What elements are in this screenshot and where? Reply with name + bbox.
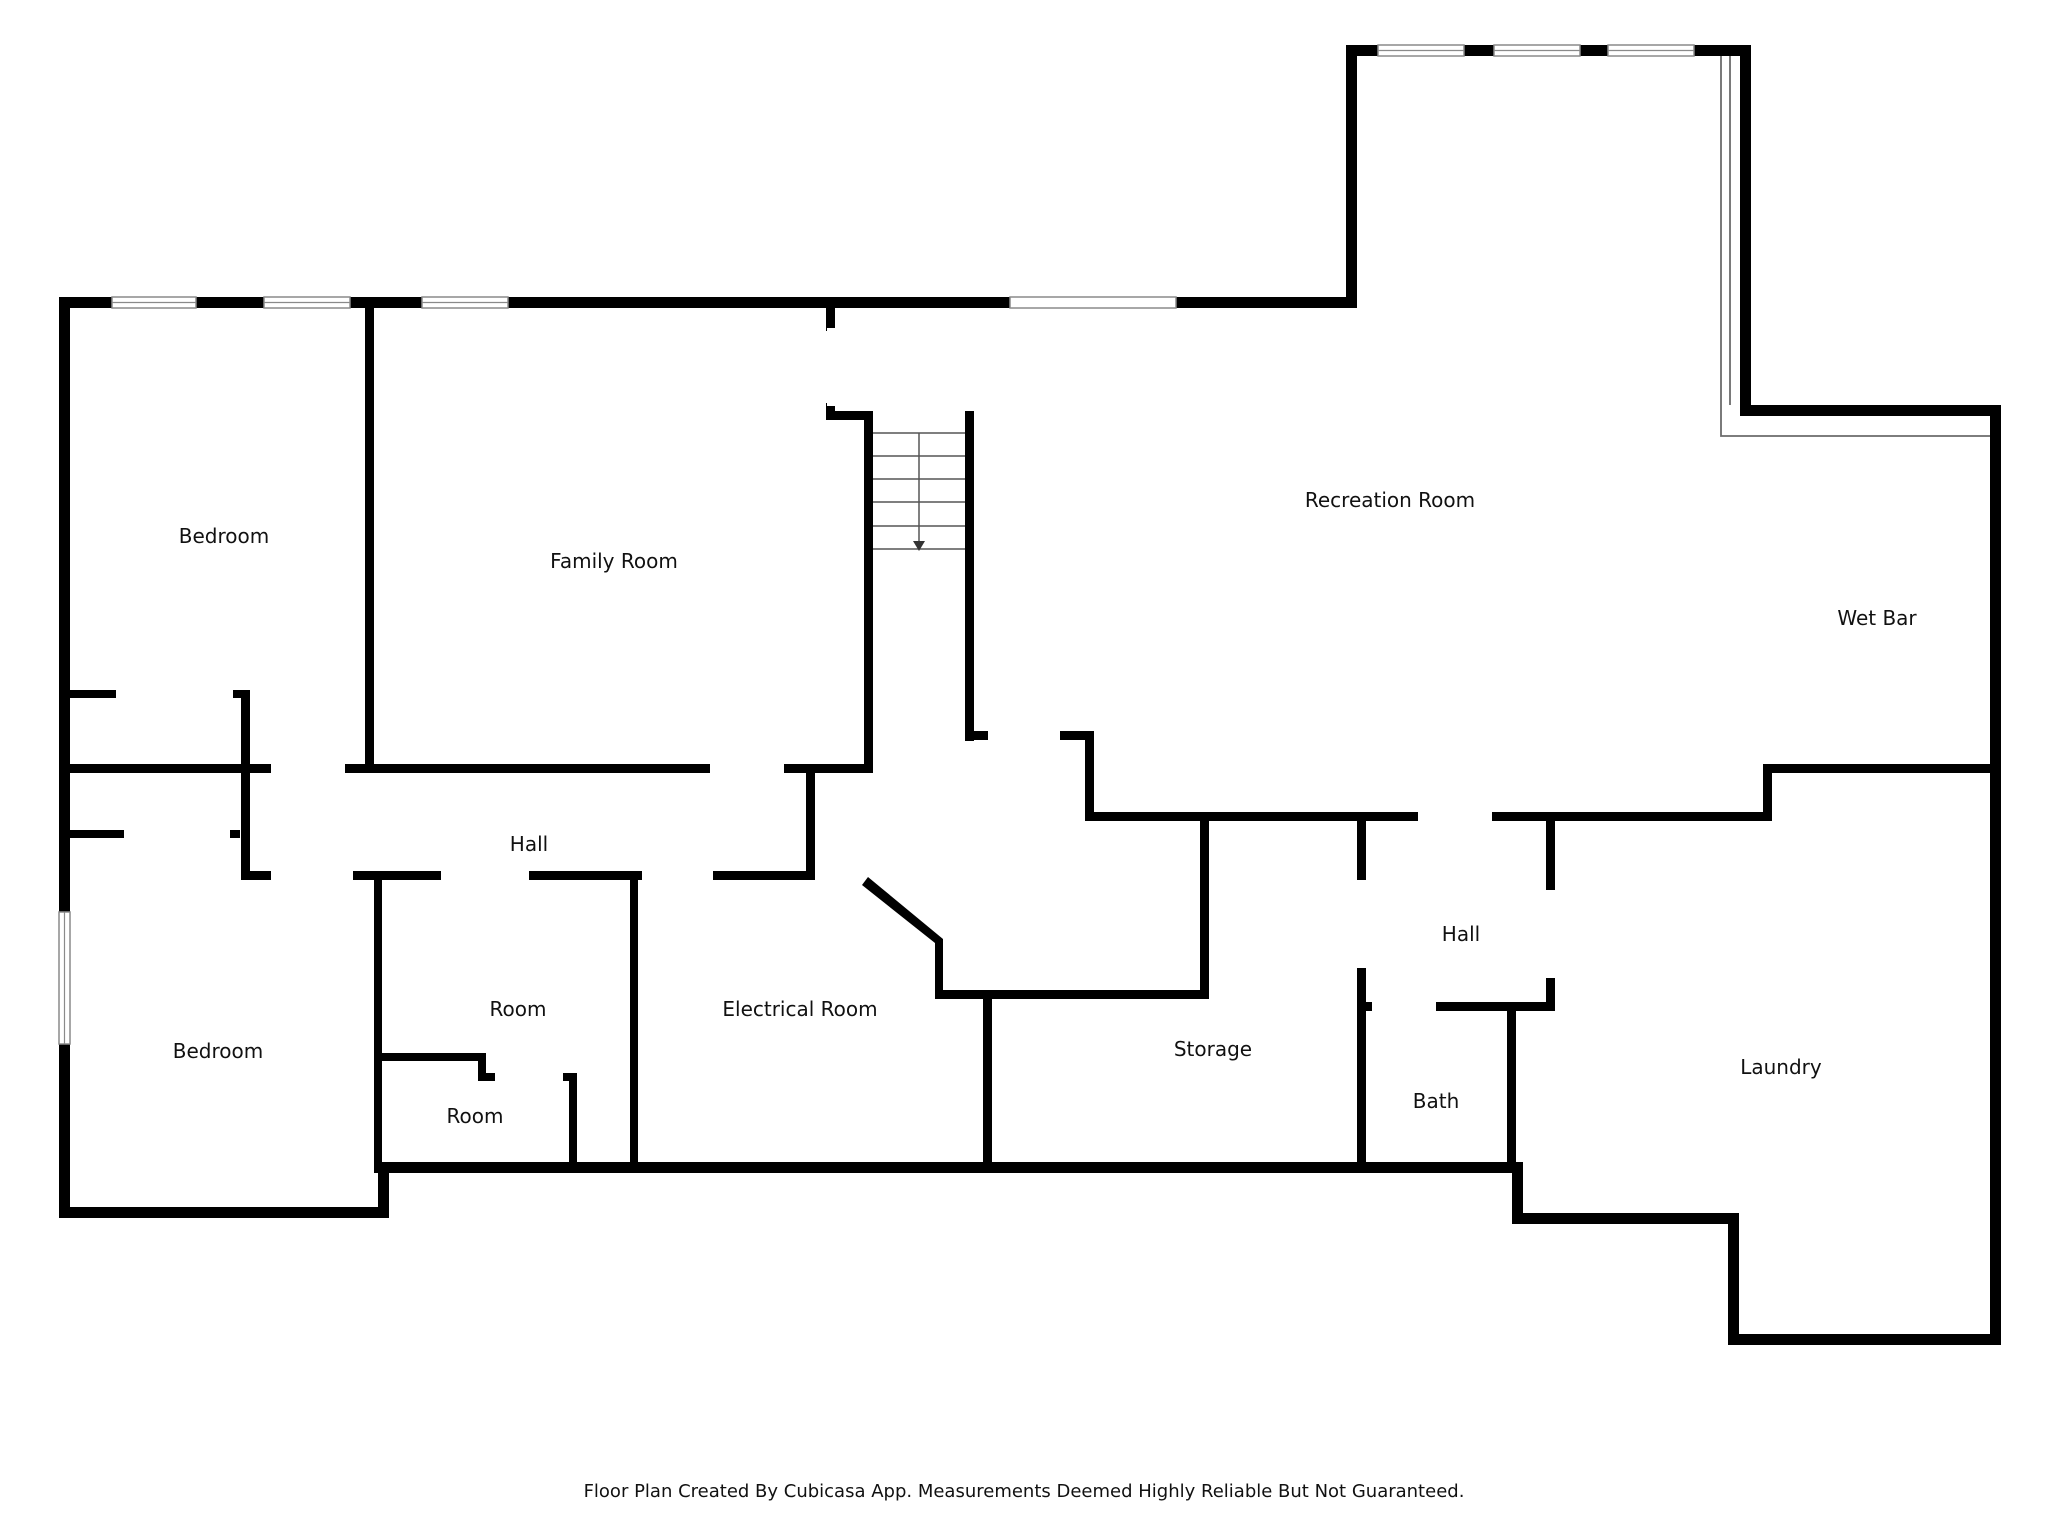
label-wet-bar: Wet Bar [1837,606,1917,630]
wall [529,871,642,880]
wall [478,1053,486,1081]
wall [1990,405,2001,1345]
door-opening [271,764,345,773]
wall [241,871,271,880]
wall [1763,764,2001,773]
wall [806,764,815,880]
wall [826,403,835,420]
wall [59,764,873,773]
door-opening [124,830,230,838]
wall [826,297,835,331]
label-recreation-room: Recreation Room [1305,488,1475,512]
label-hall-small: Hall [1442,922,1480,946]
staircase [873,432,965,551]
wall [569,1073,577,1173]
wall [241,690,250,773]
wall [1357,812,1366,1173]
wall [1507,1002,1516,1173]
label-storage: Storage [1174,1037,1252,1061]
wall [378,1162,389,1218]
wall [1740,405,2000,416]
door-opening [1357,880,1366,968]
wall [374,871,382,1173]
wall [1740,45,1751,416]
label-room-lower: Room [447,1104,504,1128]
wall [1085,731,1094,821]
wet-bar-outline [1720,56,1990,437]
door-opening [827,328,835,406]
wall [713,871,815,880]
label-bedroom-upper: Bedroom [179,524,269,548]
wall [241,764,250,880]
wall [965,411,974,741]
wall [353,871,441,880]
wall [378,1162,1523,1173]
wall [1512,1213,1738,1224]
room-labels: Bedroom Family Room Recreation Room Wet … [173,488,1918,1128]
door-opening [710,764,784,773]
wall [1200,812,1209,999]
wall [59,297,70,1217]
wall [1763,764,1772,821]
window [1009,296,1177,309]
stair-arrow-icon [913,541,925,551]
wall [59,297,1356,308]
wall [1728,1213,1739,1345]
footer-disclaimer: Floor Plan Created By Cubicasa App. Meas… [584,1481,1465,1502]
label-room-upper: Room [490,997,547,1021]
label-bedroom-lower: Bedroom [173,1039,263,1063]
windows [58,44,1695,1045]
wall [630,871,638,1173]
wall [478,1073,506,1081]
wall [1346,45,1357,308]
door-opening [1372,1002,1436,1011]
wall [1512,1162,1523,1224]
label-hall-main: Hall [510,832,548,856]
door-opening [1418,812,1492,821]
label-electrical-room: Electrical Room [722,997,877,1021]
wall [59,1207,389,1218]
openings [124,328,1555,1081]
label-family-room: Family Room [550,549,678,573]
wall [1728,1334,2001,1345]
door-opening [1546,890,1555,978]
wall [935,990,1209,999]
wall [365,297,374,773]
door-opening [988,731,1060,740]
wall [826,411,873,420]
wall [862,877,943,997]
wall [983,990,992,1173]
wall [374,1053,486,1061]
door-opening [495,1073,555,1081]
wall [1366,1002,1554,1011]
label-laundry: Laundry [1740,1055,1822,1079]
label-bath: Bath [1413,1089,1460,1113]
wall [70,690,116,698]
walls [59,45,2001,1345]
wall [864,416,873,773]
